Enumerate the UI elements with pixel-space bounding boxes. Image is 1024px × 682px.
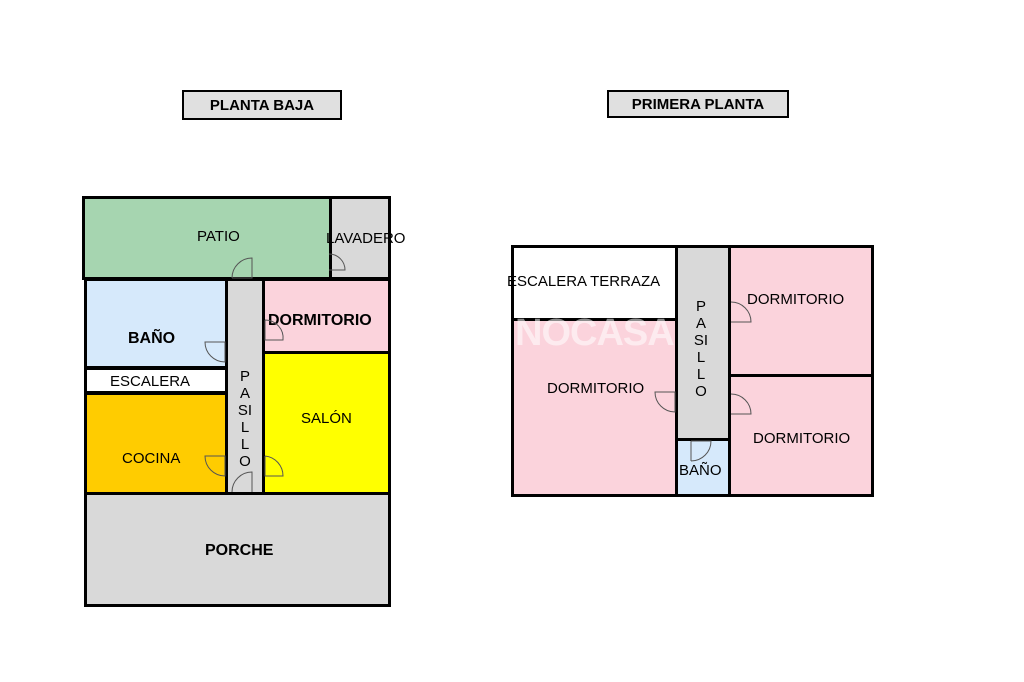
label-pasillo-ground: PASILLO <box>237 368 253 470</box>
ground-floor-title: PLANTA BAJA <box>182 90 342 120</box>
first-floor-title: PRIMERA PLANTA <box>607 90 789 118</box>
label-salon: SALÓN <box>301 410 352 427</box>
label-bano-ground: BAÑO <box>128 330 176 347</box>
room-dormitorio-bottom-right <box>728 374 874 497</box>
room-pasillo-first <box>675 245 731 441</box>
label-dormitorio-ground: DORMITORIO <box>268 312 372 329</box>
room-porche <box>84 492 391 607</box>
room-dormitorio-left <box>511 318 678 497</box>
label-porche: PORCHE <box>205 542 274 559</box>
label-bano-first: BAÑO <box>679 462 722 479</box>
label-escalera: ESCALERA <box>110 373 191 390</box>
watermark-logo: NOCASA <box>515 312 675 354</box>
label-cocina: COCINA <box>122 450 181 467</box>
label-escalera-terraza: ESCALERA TERRAZA <box>507 273 661 290</box>
room-escalera-terraza <box>511 245 678 321</box>
label-dormitorio-bottom-right: DORMITORIO <box>753 430 851 447</box>
room-dormitorio-top-right <box>728 245 874 377</box>
room-bano-ground <box>84 278 228 369</box>
label-dormitorio-top-right: DORMITORIO <box>747 291 845 308</box>
room-salon <box>262 351 391 495</box>
label-dormitorio-left: DORMITORIO <box>547 380 645 397</box>
label-lavadero: LAVADERO <box>326 230 406 247</box>
label-pasillo-first: PASILLO <box>693 298 709 400</box>
label-patio: PATIO <box>197 228 240 245</box>
room-cocina <box>84 392 228 495</box>
